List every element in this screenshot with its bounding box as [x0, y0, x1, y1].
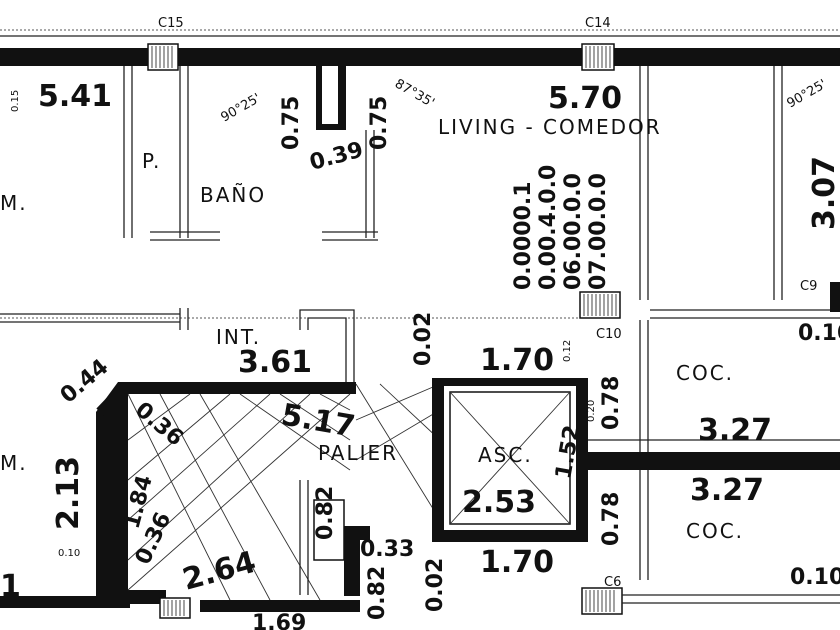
- stair-wall: [96, 382, 356, 600]
- dim-5-41: 5.41: [38, 79, 112, 114]
- dim-0-75-b: 0.75: [367, 96, 392, 150]
- dim-0-10-a: 0.10: [798, 321, 840, 346]
- room-m-left-2: M.: [0, 451, 28, 475]
- dim-0-15: 0.15: [10, 90, 21, 112]
- label-c10: C10: [596, 327, 622, 342]
- label-c15: C15: [158, 16, 184, 31]
- column-c10: [579, 291, 621, 319]
- dim-0-36-a: 0.36: [130, 397, 188, 451]
- room-asc: ASC.: [478, 443, 533, 467]
- dim-0-33: 0.33: [360, 537, 414, 562]
- palier-floor: [127, 383, 441, 601]
- dim-5-70: 5.70: [548, 81, 622, 116]
- dim-3-27-b: 3.27: [690, 473, 764, 508]
- wall-top: [0, 48, 840, 66]
- dim-1-69: 1.69: [252, 611, 306, 630]
- room-m-left: M.: [0, 191, 28, 215]
- room-palier: PALIER: [318, 441, 398, 465]
- dim-0-02-b: 0.02: [423, 558, 448, 612]
- dim-0-10-c: 0.10: [58, 548, 80, 559]
- label-c14: C14: [585, 16, 611, 31]
- dim-0-39: 0.39: [307, 138, 366, 176]
- label-c6: C6: [604, 575, 621, 590]
- dim-3-27-a: 3.27: [698, 413, 772, 448]
- dim-0-10-b: 0.10: [790, 565, 840, 590]
- dim-0-02-a: 0.02: [411, 312, 436, 366]
- room-coc-bottom: COC.: [686, 519, 744, 543]
- label-c9: C9: [800, 279, 817, 294]
- room-int: INT.: [216, 325, 261, 349]
- dim-1-70-a: 1.70: [480, 343, 554, 378]
- column-c6: [581, 587, 623, 615]
- wall-mid-right: [588, 452, 840, 470]
- dim-2-13: 2.13: [51, 456, 86, 530]
- dim-2-53: 2.53: [462, 485, 536, 520]
- level-3: 06.00.0.0: [561, 173, 586, 290]
- angle-3: 90°25': [785, 77, 830, 112]
- dim-5-17: 5.17: [279, 397, 358, 444]
- dim-0-78-a: 0.78: [599, 376, 624, 430]
- dim-0-12: 0.12: [562, 340, 573, 362]
- dim-0-75-a: 0.75: [279, 96, 304, 150]
- level-4: 07.00.0.0: [586, 173, 611, 290]
- dim-3-61: 3.61: [238, 345, 312, 380]
- dim-3-07: 3.07: [807, 156, 840, 230]
- room-living-comedor: LIVING - COMEDOR: [438, 115, 662, 139]
- level-1: 0.0000.1: [511, 181, 536, 290]
- wall-bottom: [0, 596, 130, 608]
- column-c14: [581, 43, 615, 71]
- dim-0-82-a: 0.82: [313, 486, 338, 540]
- dim-1: 1: [0, 569, 21, 604]
- dim-0-78-b: 0.78: [599, 492, 624, 546]
- angle-1: 90°25': [219, 91, 264, 126]
- bath-partitions: [123, 66, 378, 241]
- room-coc-top: COC.: [676, 361, 734, 385]
- dim-2-64: 2.64: [179, 545, 260, 598]
- angle-2: 87°35': [392, 76, 437, 111]
- dim-0-82-b: 0.82: [365, 566, 390, 620]
- column-c15: [147, 43, 179, 71]
- dim-0-20: 0.20: [586, 400, 597, 422]
- dim-1-70-b: 1.70: [480, 545, 554, 580]
- room-p: P.: [142, 149, 161, 173]
- room-bano: BAÑO: [200, 183, 266, 207]
- level-2: 0.00.4.0.0: [536, 165, 561, 290]
- level-marks: 0.0000.1 0.00.4.0.0 06.00.0.0 07.00.0.0: [511, 165, 611, 290]
- elevator-shaft: [432, 378, 588, 542]
